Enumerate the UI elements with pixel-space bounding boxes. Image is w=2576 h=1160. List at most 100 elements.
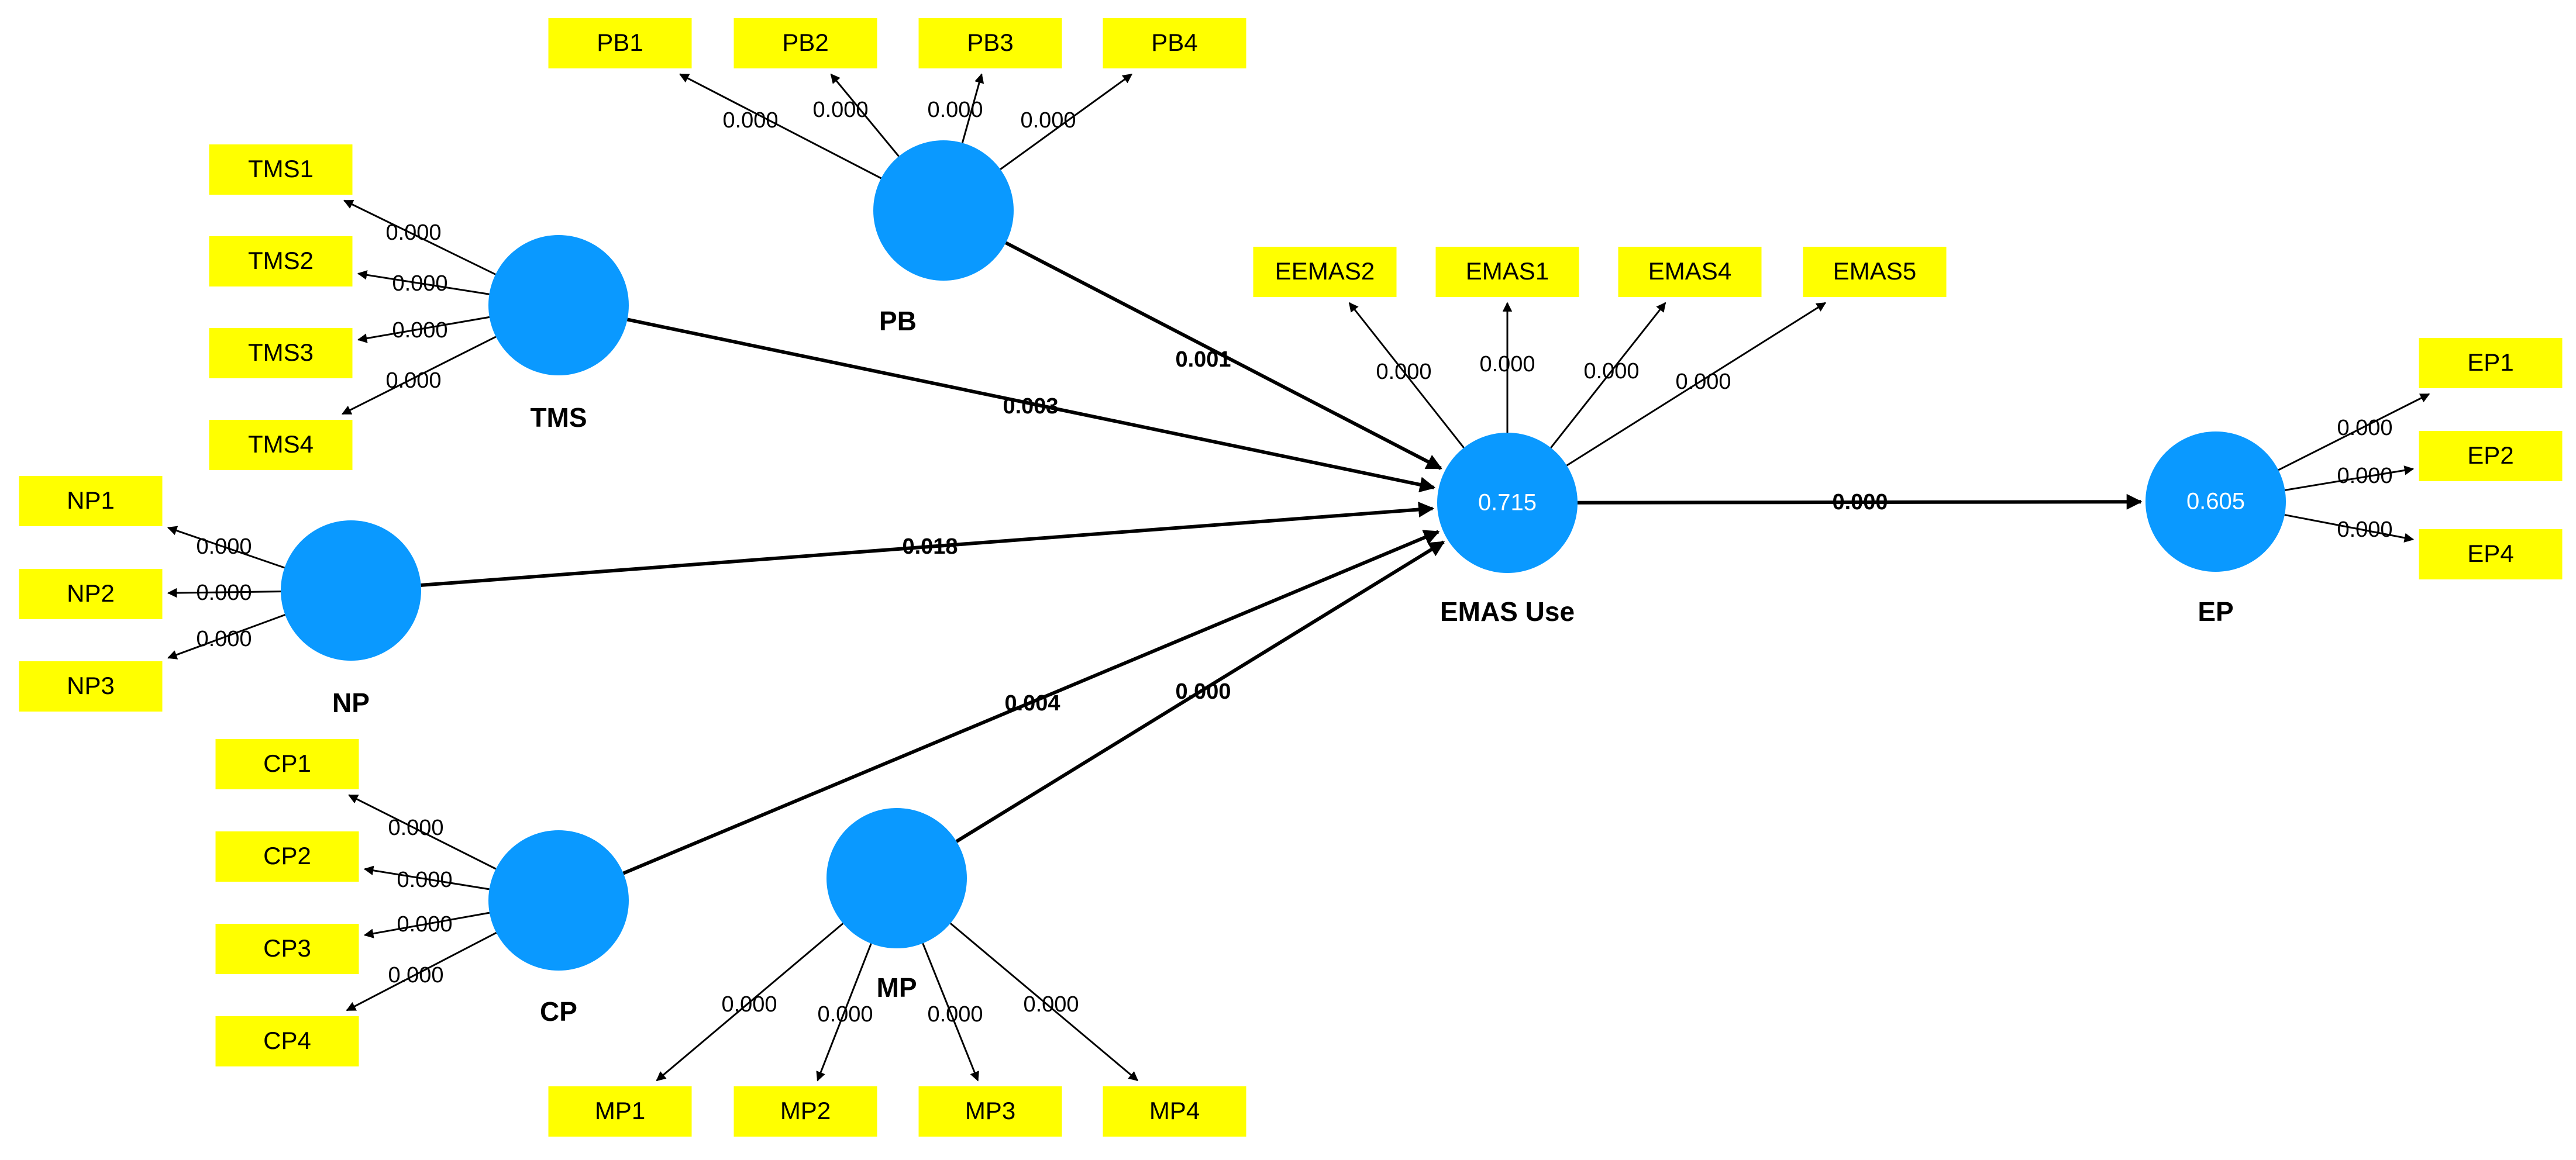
loading-arrow-mp2 — [816, 943, 872, 1082]
construct-label: EP — [2198, 596, 2233, 627]
construct-np[interactable]: NP — [281, 520, 421, 718]
indicator-emas4[interactable]: EMAS4 — [1618, 247, 1762, 297]
indicator-pb2[interactable]: PB2 — [733, 18, 877, 68]
indicator-label: TMS4 — [248, 430, 314, 458]
indicator-cp4[interactable]: CP4 — [215, 1016, 359, 1066]
indicator-ep2[interactable]: EP2 — [2419, 431, 2563, 481]
loading-value-cp3: 0.000 — [397, 912, 452, 937]
loading-arrow-mp1 — [656, 923, 844, 1082]
indicator-label: EMAS5 — [1833, 257, 1916, 285]
construct-label: TMS — [530, 402, 587, 433]
indicator-np3[interactable]: NP3 — [19, 661, 163, 712]
indicator-label: PB4 — [1151, 29, 1197, 56]
indicator-label: CP1 — [263, 750, 311, 777]
indicator-emas1[interactable]: EMAS1 — [1435, 247, 1579, 297]
construct-label: MP — [877, 972, 917, 1003]
indicator-label: EP4 — [2467, 540, 2513, 567]
loading-arrow-pb3 — [961, 73, 984, 143]
loading-value-ep4: 0.000 — [2337, 517, 2392, 542]
indicator-label: PB2 — [782, 29, 828, 56]
loading-arrow-mp4 — [949, 923, 1139, 1082]
indicator-box — [209, 236, 353, 286]
loading-value-cp2: 0.000 — [397, 868, 452, 892]
loading-value-tms4: 0.000 — [385, 368, 441, 393]
path-arrow-pb-to-emas — [1005, 241, 1442, 470]
indicator-cp1[interactable]: CP1 — [215, 739, 359, 789]
indicator-pb3[interactable]: PB3 — [918, 18, 1062, 68]
indicator-box — [1435, 247, 1579, 297]
loading-value-emas4: 0.000 — [1583, 359, 1639, 384]
loading-value-tms3: 0.000 — [392, 318, 447, 343]
loading-arrow-np2 — [167, 588, 281, 598]
indicator-label: NP3 — [67, 672, 115, 699]
indicator-box — [733, 1086, 877, 1137]
loading-arrow-cp3 — [363, 912, 490, 938]
loading-value-eemas2: 0.000 — [1376, 360, 1431, 384]
indicator-label: MP4 — [1149, 1097, 1200, 1124]
indicator-label: TMS3 — [248, 339, 314, 366]
indicator-np1[interactable]: NP1 — [19, 476, 163, 526]
path-arrow-cp-to-emas — [622, 530, 1440, 875]
indicator-mp1[interactable]: MP1 — [548, 1086, 692, 1137]
construct-circle — [826, 808, 967, 948]
construct-tms[interactable]: TMS — [488, 235, 629, 433]
indicator-tms4[interactable]: TMS4 — [209, 420, 353, 470]
construct-circle — [488, 830, 629, 971]
indicator-cp3[interactable]: CP3 — [215, 924, 359, 974]
loading-arrow-mp3 — [922, 943, 979, 1082]
path-arrow-mp-to-emas — [955, 540, 1445, 843]
indicator-label: PB3 — [967, 29, 1013, 56]
indicator-label: MP2 — [780, 1097, 831, 1124]
path-arrow-emas-to-ep — [1577, 493, 2143, 510]
construct-r-squared: 0.715 — [1478, 490, 1537, 516]
indicator-pb1[interactable]: PB1 — [548, 18, 692, 68]
indicator-ep1[interactable]: EP1 — [2419, 338, 2563, 388]
path-coefficient-emas-to-ep: 0.000 — [1832, 490, 1888, 515]
loading-arrow-cp4 — [346, 931, 497, 1011]
loading-value-ep1: 0.000 — [2337, 416, 2392, 440]
indicator-box — [918, 1086, 1062, 1137]
loading-value-mp3: 0.000 — [927, 1002, 983, 1027]
indicator-emas5[interactable]: EMAS5 — [1803, 247, 1947, 297]
indicator-label: EP1 — [2467, 348, 2513, 376]
indicator-np2[interactable]: NP2 — [19, 569, 163, 619]
loading-value-mp1: 0.000 — [721, 992, 777, 1017]
construct-circle — [281, 520, 421, 661]
indicator-box — [19, 569, 163, 619]
indicator-pb4[interactable]: PB4 — [1103, 18, 1246, 68]
indicator-box — [215, 739, 359, 789]
indicator-mp4[interactable]: MP4 — [1103, 1086, 1246, 1137]
construct-cp[interactable]: CP — [488, 830, 629, 1027]
indicator-label: CP3 — [263, 934, 311, 962]
indicator-ep4[interactable]: EP4 — [2419, 529, 2563, 579]
construct-pb[interactable]: PB — [873, 140, 1014, 336]
loading-value-tms2: 0.000 — [392, 271, 447, 296]
indicator-mp2[interactable]: MP2 — [733, 1086, 877, 1137]
construct-mp[interactable]: MP — [826, 808, 967, 1003]
indicator-box — [209, 144, 353, 195]
loading-arrow-tms2 — [357, 270, 490, 295]
indicator-tms1[interactable]: TMS1 — [209, 144, 353, 195]
indicator-cp2[interactable]: CP2 — [215, 831, 359, 882]
indicator-tms2[interactable]: TMS2 — [209, 236, 353, 286]
path-coefficient-tms-to-emas: 0.003 — [1003, 394, 1058, 419]
loading-arrow-pb1 — [679, 73, 882, 179]
indicator-label: TMS2 — [248, 247, 314, 274]
indicator-tms3[interactable]: TMS3 — [209, 328, 353, 378]
indicator-eemas2[interactable]: EEMAS2 — [1253, 247, 1397, 297]
indicator-label: CP2 — [263, 842, 311, 869]
loading-arrow-ep4 — [2284, 514, 2415, 543]
loading-value-np1: 0.000 — [196, 534, 252, 559]
indicator-label: PB1 — [597, 29, 643, 56]
loading-value-pb2: 0.000 — [812, 98, 868, 122]
indicator-box — [1803, 247, 1947, 297]
indicator-mp3[interactable]: MP3 — [918, 1086, 1062, 1137]
loading-arrow-cp1 — [348, 794, 497, 870]
loading-value-pb3: 0.000 — [927, 98, 983, 122]
indicator-box — [2419, 338, 2563, 388]
construct-label: EMAS Use — [1440, 596, 1575, 627]
loading-arrow-eemas2 — [1348, 302, 1465, 448]
